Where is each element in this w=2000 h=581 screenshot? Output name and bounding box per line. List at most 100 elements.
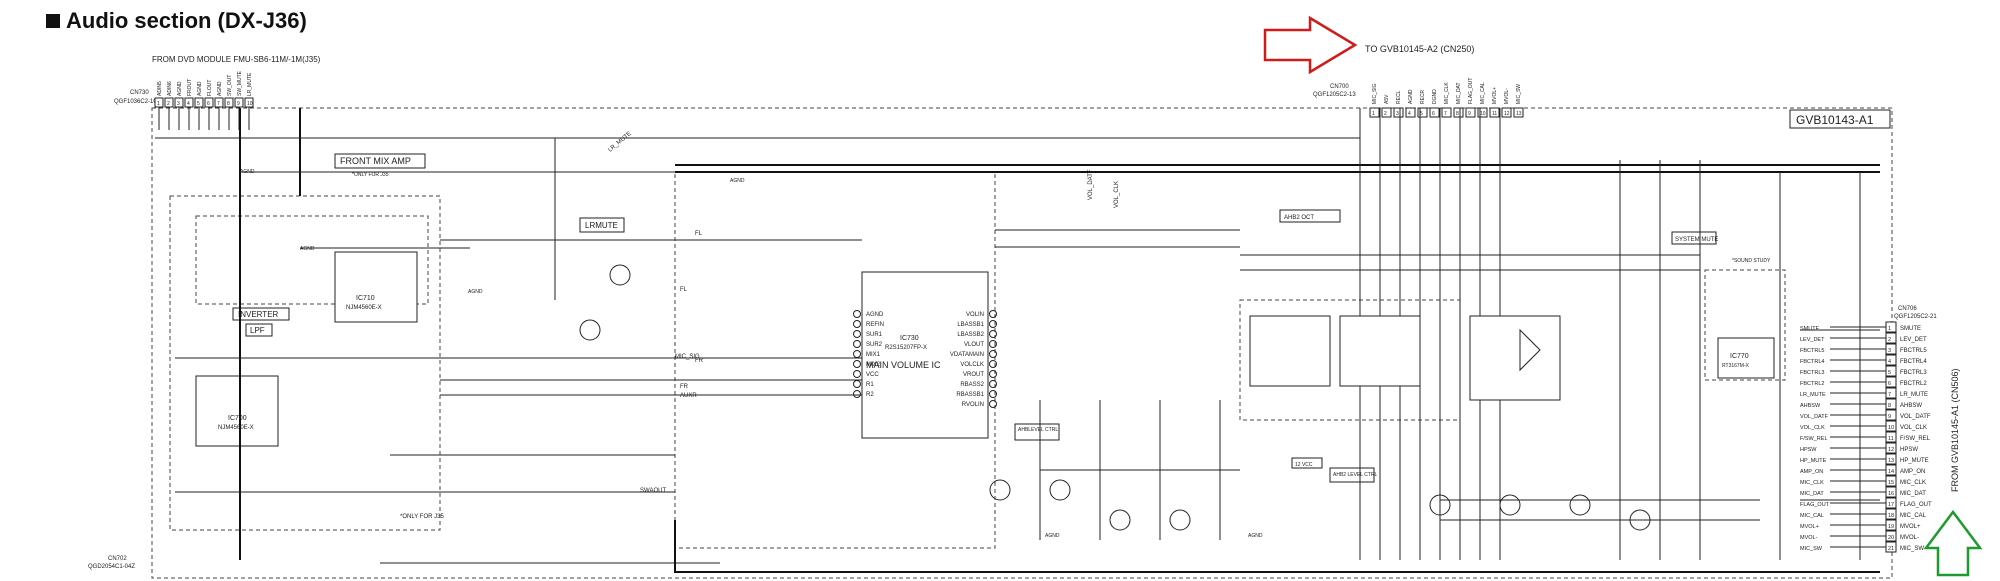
cn706-pin-num: 7 (1888, 392, 1891, 398)
to-gvb-label: TO GVB10145-A2 (CN250) (1365, 44, 1474, 54)
ic730-left-pin-name: SUR1 (866, 332, 883, 338)
cn700-pin (1393, 107, 1404, 118)
from-dvd-label: FROM DVD MODULE FMU-SB6-11M/-1M(J35) (152, 55, 321, 64)
wire-network (155, 108, 1880, 573)
inverter-label: INVERTER (238, 310, 279, 319)
ic730-pins: AGNDREFINSUR1SUR2MIX1MIX2VCCR1R2VOLINLBA… (853, 310, 997, 408)
cn706-pin-num: 13 (1888, 458, 1894, 464)
net-fl-2: FL (680, 287, 688, 293)
cn706-pin-num: 17 (1888, 502, 1894, 508)
ic730-left-pin (853, 330, 861, 338)
cn706-pin-name: MVOL+ (1900, 524, 1921, 530)
cn706-pin-num: 15 (1888, 480, 1894, 486)
cn700-pin-num: 11 (1492, 111, 1497, 117)
cn700-pin (1405, 107, 1416, 118)
ahblevel-ctrl-box (1014, 423, 1060, 441)
cn702-label: CN702 (108, 556, 127, 562)
cn700-label: CN700 (1330, 84, 1349, 90)
front-mix-amp-label: FRONT MIX AMP (340, 156, 411, 166)
red-arrow-icon (1263, 15, 1358, 75)
cn706-label: CN706 (1898, 306, 1917, 312)
net-agnd-2: AGND (300, 246, 315, 252)
cn706-pin-name: MIC_SW (1900, 546, 1924, 552)
cn730-pin-num: 1 (157, 101, 160, 107)
cn700-pin-num: 6 (1432, 111, 1435, 117)
ic770-chip (1717, 337, 1775, 379)
cn700-pin-name: MIC_CAL (1480, 82, 1486, 104)
vcc-box (1291, 457, 1323, 469)
cn730-part: QGF1036C2-10 (114, 99, 157, 105)
cn706-pin-num: 12 (1888, 447, 1894, 453)
cn706-net-name: HP_MUTE (1800, 458, 1827, 464)
board-label: GVB10143-A1 (1796, 113, 1874, 127)
cn700-pin-name: DGND (1432, 89, 1438, 104)
cn700-pin-name: RECL (1396, 90, 1402, 104)
cn700-pin-num: 3 (1396, 111, 1399, 117)
sound-study-note: *SOUND STUDY (1732, 258, 1771, 264)
ahb2-level-ctrl-box (1329, 467, 1375, 483)
ic730-right-pin-name: LBASSB2 (957, 332, 984, 338)
cn700-pin-name: MIC_SIG (1372, 83, 1378, 104)
cn700-pin-num: 5 (1420, 111, 1423, 117)
cn700-pin (1381, 107, 1392, 118)
cn700-pin (1441, 107, 1452, 118)
ic730-right-pin (989, 360, 997, 368)
cn730-pin-num: 6 (207, 101, 210, 107)
ic730-left-pin-name: MIX2 (866, 362, 881, 368)
cn700-pin-name: MIC_CLK (1444, 82, 1450, 104)
ic730-right-pin (989, 340, 997, 348)
cn706-net-name: FBCTRL3 (1800, 370, 1824, 376)
net-agnd-6: AGND (1248, 533, 1263, 539)
cn700-pin (1429, 107, 1440, 118)
cn700-pin (1477, 107, 1488, 118)
ic730-chip (861, 271, 989, 439)
cn700-pin (1513, 107, 1524, 118)
cn706-net-name: VOL_CLK (1800, 425, 1825, 431)
ic700-chip (195, 375, 279, 447)
cn700-pin-name: MVOL- (1504, 88, 1510, 104)
cn730-pin-name: SW_MUTE (237, 70, 243, 96)
ic700-part: NJM4560E-X (218, 425, 254, 431)
cn700-pin-num: 10 (1480, 111, 1486, 117)
ic730-right-pin-name: VDATAMAIN (950, 352, 984, 358)
cn700-pin (1501, 107, 1512, 118)
cn706-pin-name: FBCTRL5 (1900, 348, 1927, 354)
cn730-pin-num: 10 (247, 101, 253, 107)
cn706-net-name: MIC_DAT (1800, 491, 1824, 497)
cn730-label: CN730 (130, 90, 149, 96)
cn730-pin-name: ADIN6 (167, 81, 173, 96)
cn706-pin-name: FBCTRL3 (1900, 370, 1927, 376)
opamp-blocks (1249, 315, 1561, 401)
cn706-pin-name: VOL_CLK (1900, 425, 1927, 431)
cn702-part: QGD2054C1-04Z (88, 564, 135, 570)
cn706-pin-name: FBCTRL4 (1900, 359, 1927, 365)
cn706-pin-name: VOL_DATF (1900, 414, 1931, 420)
ic730-left-pin-name: REFIN (866, 322, 884, 328)
cn706-pin-name: HPSW (1900, 447, 1918, 453)
cn700-pin-name: MIC_SW (1516, 84, 1522, 104)
cn730-pin-num: 7 (217, 101, 220, 107)
net-fr-2: FR (680, 384, 689, 390)
cn706-pin-name: MVOL- (1900, 535, 1919, 541)
ic770-region (1704, 269, 1786, 381)
cn706-pin-num: 18 (1888, 513, 1894, 519)
cn730-pin-name: FLOUT (207, 80, 213, 96)
ic730-left-pin (853, 320, 861, 328)
lpf-box (245, 323, 273, 337)
cn706-net-name: FBCTRL2 (1800, 381, 1824, 387)
cn706-pin-name: LEV_DET (1900, 337, 1927, 343)
ic730-right-pin-name: VOLCLK (960, 362, 984, 368)
cn730-pin-name: FROUT (187, 79, 193, 96)
cn706-net-name: AHBSW (1800, 403, 1821, 409)
cn706-net-name: FLAG_OUT (1800, 502, 1830, 508)
ic770-part: RT3167M-X (1722, 363, 1750, 369)
ic730-left-pin-name: AGND (866, 312, 884, 318)
cn730-pin-num: 8 (227, 101, 230, 107)
ic730-left-pin-name: MIX1 (866, 352, 881, 358)
cn700-pin-num: 9 (1468, 111, 1471, 117)
net-mic-sig: MIC_SIG (675, 354, 700, 360)
ic730-right-pin (989, 380, 997, 388)
cn706-pin-name: F/SW_REL (1900, 436, 1931, 442)
ic730-left-pin (853, 310, 861, 318)
